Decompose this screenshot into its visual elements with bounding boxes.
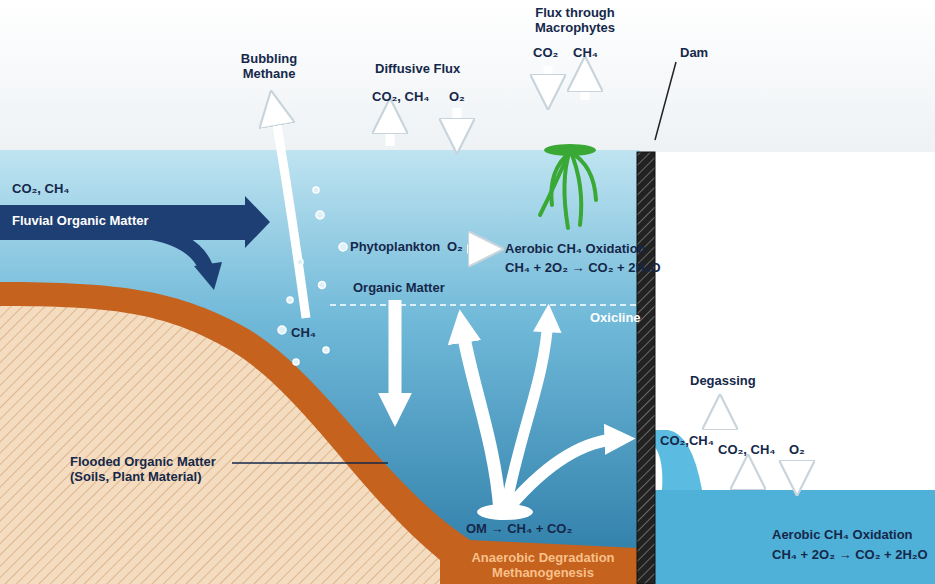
gas-label: CO₂, CH₄ bbox=[12, 182, 69, 197]
gas-label: CH₄ bbox=[291, 326, 316, 341]
process-label: Phytoplankton bbox=[350, 240, 440, 255]
flow-label: Fluvial Organic Matter bbox=[12, 214, 149, 229]
process-label: Aerobic CH₄ Oxidation bbox=[772, 528, 913, 543]
gas-label: CO₂,CH₄ bbox=[660, 434, 714, 449]
process-label: Degassing bbox=[690, 374, 756, 389]
equation: CH₄ + 2O₂ → CO₂ + 2H₂O bbox=[505, 261, 661, 276]
flux-heading: Diffusive Flux bbox=[375, 62, 460, 77]
gas-label: O₂ bbox=[449, 90, 465, 105]
gas-label: O₂ bbox=[789, 443, 805, 458]
layer-name: Oxicline bbox=[590, 311, 641, 326]
part-name: Dam bbox=[680, 46, 708, 61]
part-name: Flooded Organic Matter (Soils, Plant Mat… bbox=[70, 455, 230, 485]
gas-label: CO₂, CH₄ bbox=[372, 90, 429, 105]
process-label: Aerobic CH₄ Oxidation bbox=[505, 242, 646, 257]
equation: OM → CH₄ + CO₂ bbox=[466, 522, 572, 537]
process-label: Organic Matter bbox=[353, 281, 445, 296]
gas-label: CO₂ bbox=[533, 46, 558, 61]
gas-label: CH₄ bbox=[573, 46, 598, 61]
process-label: Anaerobic Degradation Methanogenesis bbox=[450, 551, 636, 581]
flux-heading: Flux through Macrophytes bbox=[522, 6, 628, 36]
gas-label: CO₂, CH₄ bbox=[718, 443, 775, 458]
equation: CH₄ + 2O₂ → CO₂ + 2H₂O bbox=[772, 548, 928, 563]
flux-heading: Bubbling Methane bbox=[226, 52, 312, 82]
gas-label: O₂ bbox=[447, 240, 463, 255]
